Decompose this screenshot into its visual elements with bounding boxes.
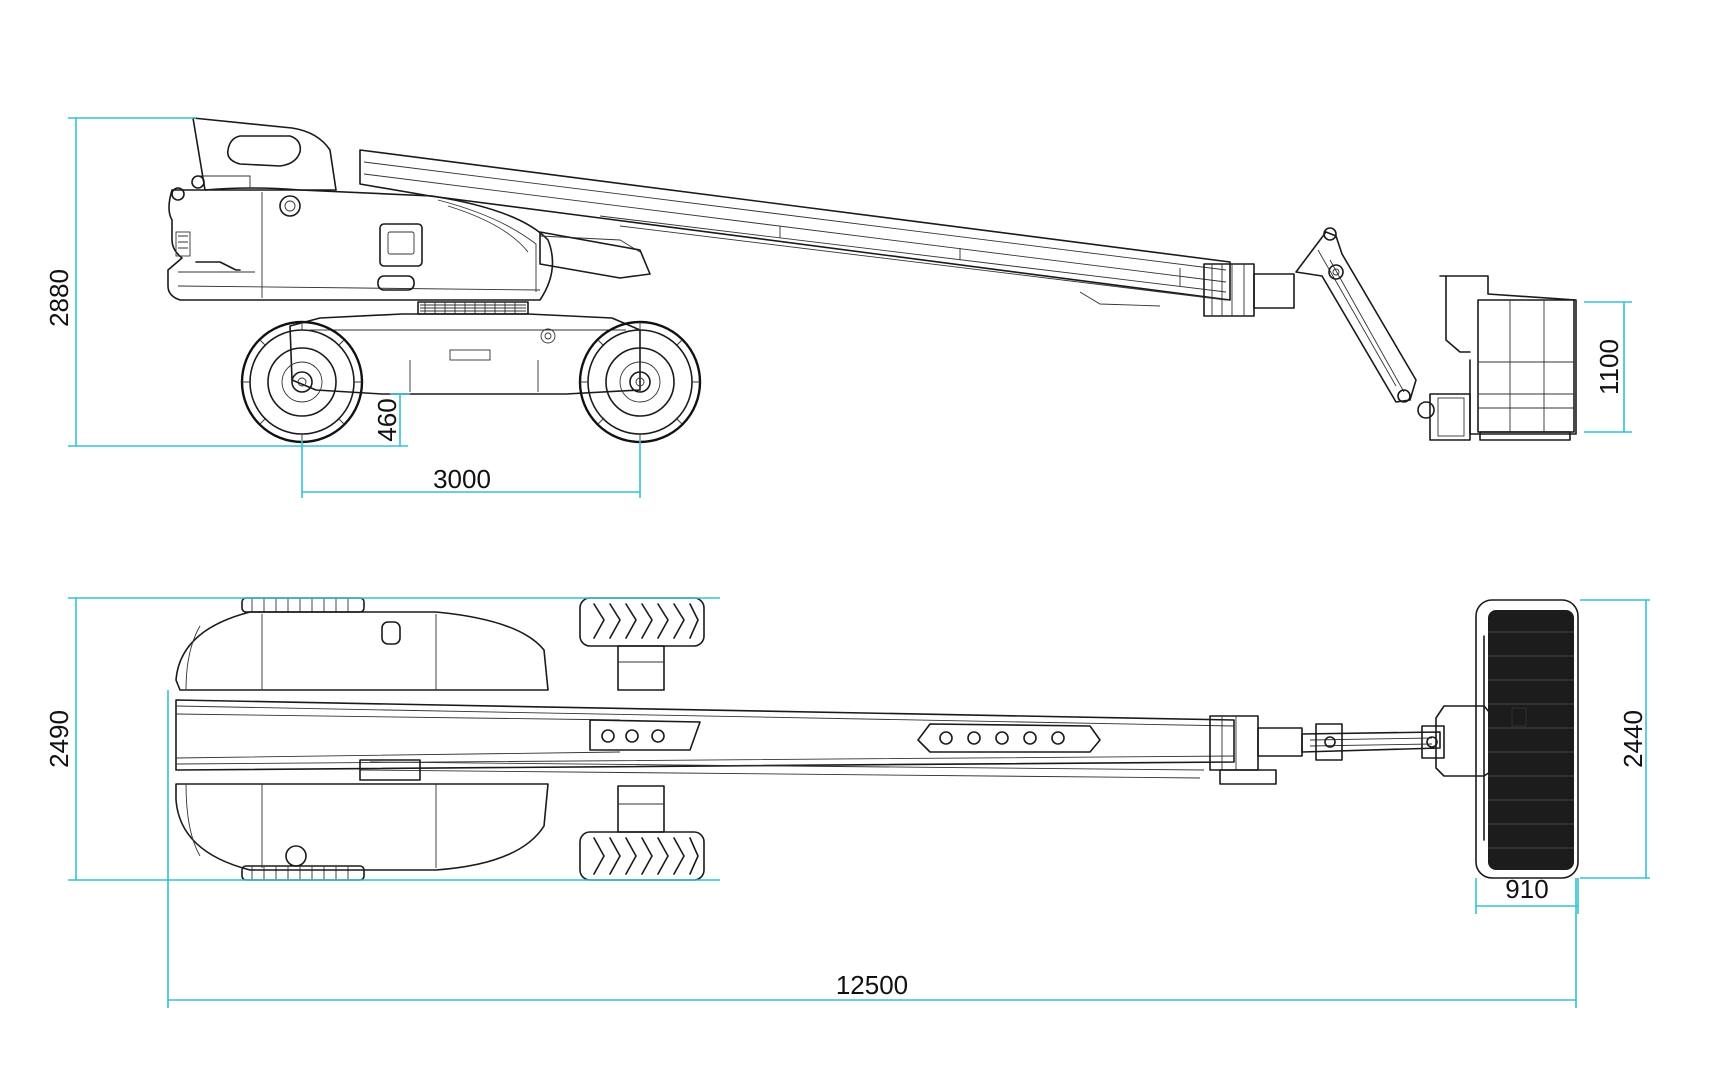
turret-body — [167, 189, 554, 301]
top-view-dimensions — [68, 597, 1650, 1008]
boom-pivot-frame — [171, 117, 337, 201]
side-view-dimensions — [68, 117, 1632, 498]
overall-length-label: 12500 — [836, 970, 908, 1000]
side-view: 2880 1100 460 3000 — [44, 117, 1632, 498]
jib-arm — [1295, 227, 1435, 419]
ground-clearance-label: 460 — [372, 398, 402, 441]
axle-blocks-top — [617, 645, 665, 833]
platform-floor-grating — [1488, 610, 1574, 870]
rear-tire-top-upper — [579, 597, 705, 647]
front-tires-top — [241, 597, 365, 881]
overall-width-label: 2490 — [44, 710, 74, 768]
turret-body-top — [175, 611, 549, 871]
platform-rail-height-label: 1100 — [1594, 339, 1624, 395]
platform-width-label: 2440 — [1618, 710, 1648, 768]
platform-basket-side — [1429, 275, 1577, 441]
telescopic-boom — [359, 149, 1295, 317]
jib-top — [1301, 723, 1445, 761]
boom-top — [175, 699, 1303, 785]
front-wheel-side — [240, 320, 364, 444]
top-view: 2490 2440 910 12500 — [44, 597, 1650, 1008]
wheelbase-label: 3000 — [433, 464, 491, 494]
chassis-side — [289, 313, 641, 395]
platform-top — [1435, 599, 1579, 879]
overall-height-label: 2880 — [44, 269, 74, 327]
rear-tire-top-lower — [579, 831, 705, 881]
platform-depth-label: 910 — [1505, 874, 1548, 904]
slew-ring — [417, 301, 529, 315]
